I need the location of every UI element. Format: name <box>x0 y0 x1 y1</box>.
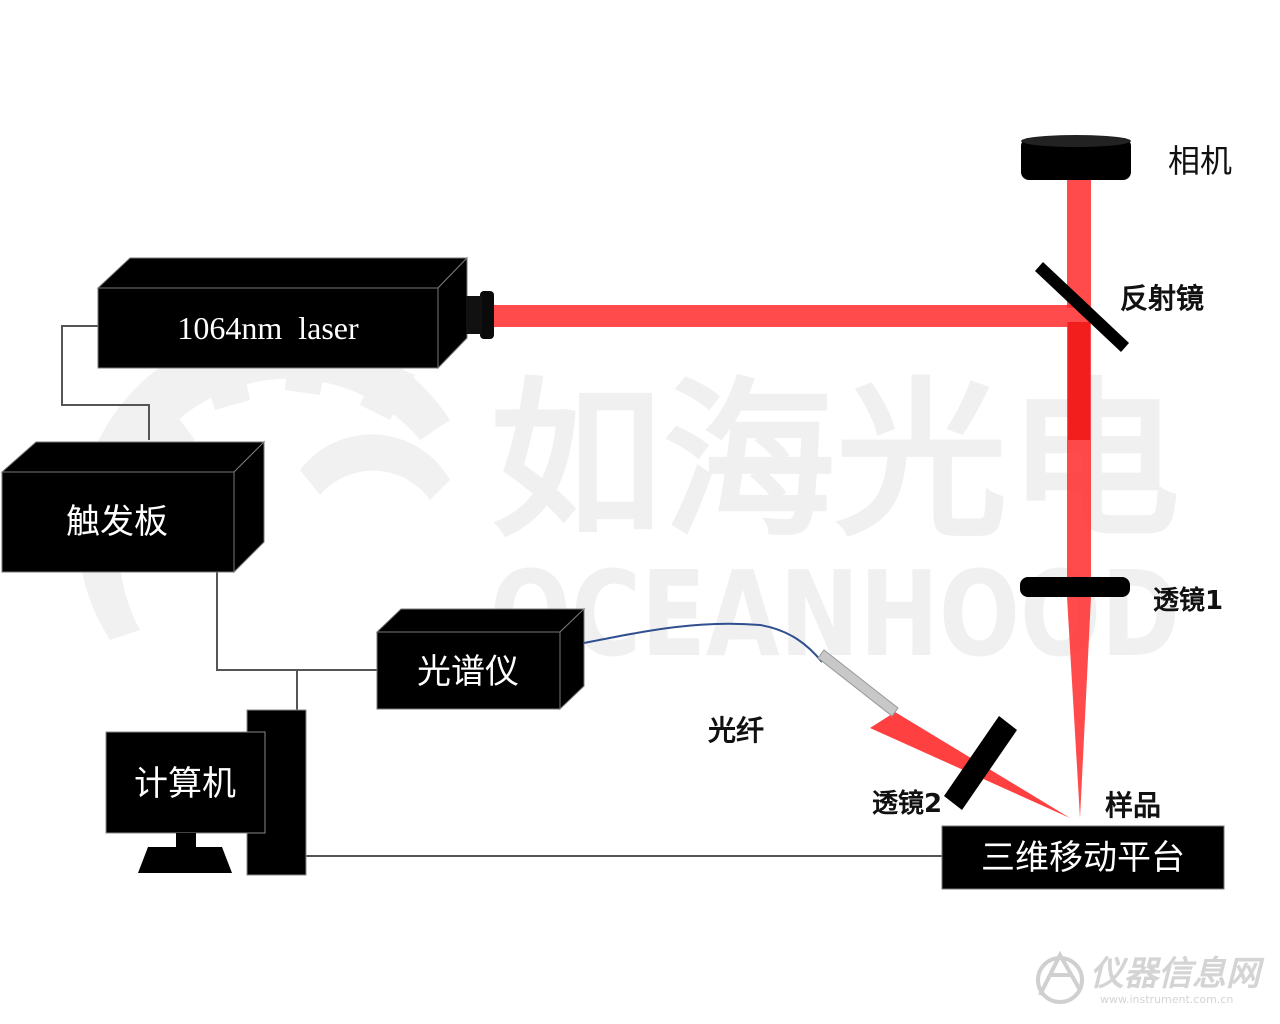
laser-beam-path <box>490 178 1091 818</box>
watermark-site-en: www.instrument.com.cn <box>1100 993 1233 1006</box>
computer-label: 计算机 <box>134 764 236 804</box>
beam-bright-segment <box>1068 322 1090 440</box>
spectrometer-label: 光谱仪 <box>417 652 519 692</box>
mirror-component: 反射镜 <box>1035 262 1204 352</box>
stage-body <box>941 825 1225 890</box>
beam-horizontal <box>490 305 1090 327</box>
instrument-watermark: 仪器信息网 www.instrument.com.cn <box>1036 950 1265 1006</box>
lens1-body <box>1020 577 1130 597</box>
laser-aperture-mount <box>466 296 482 334</box>
sample-stage: 样品 三维移动平台 <box>941 789 1225 890</box>
wire-trigger-spectrometer <box>216 572 377 671</box>
laser-front-face <box>97 287 439 369</box>
laser-device: 1064nm laser <box>96 256 494 370</box>
fiber-probe <box>817 649 899 717</box>
computer-monitor-neck <box>176 833 196 847</box>
spectrometer-device: 光谱仪 <box>375 607 586 711</box>
trigger-top-face <box>0 441 266 473</box>
laser-top-face <box>96 257 469 289</box>
trigger-board-device: 触发板 <box>0 440 266 574</box>
mirror-label: 反射镜 <box>1120 282 1204 315</box>
camera-label: 相机 <box>1168 142 1232 180</box>
trigger-board-label: 触发板 <box>66 502 168 542</box>
computer-monitor-stand <box>138 847 232 873</box>
camera-device: 相机 <box>1021 135 1232 180</box>
optical-fiber: 光纤 <box>583 622 899 747</box>
laser-label: 1064nm laser <box>177 310 359 346</box>
lens1-label: 透镜1 <box>1153 585 1223 616</box>
camera-body <box>1021 138 1131 180</box>
watermark-site-cn: 仪器信息网 <box>1090 954 1265 994</box>
fiber-label: 光纤 <box>707 714 764 747</box>
instrument-logo-icon <box>1036 950 1084 1004</box>
stage-label: 三维移动平台 <box>981 838 1185 878</box>
watermark-brand-cn: 如海光电 <box>490 363 1180 561</box>
trigger-front-face <box>1 471 235 573</box>
spectrometer-front-face <box>376 631 561 710</box>
fiber-cable <box>583 622 823 663</box>
mirror-plate <box>1035 262 1129 352</box>
camera-top <box>1021 135 1131 147</box>
beam-to-camera <box>1067 178 1091 308</box>
wire-laser-trigger <box>61 325 150 440</box>
lens1-component: 透镜1 <box>1020 577 1223 616</box>
laser-aperture <box>480 291 494 339</box>
sample-label: 样品 <box>1105 789 1161 822</box>
spectrometer-top-face <box>375 608 586 633</box>
lens2-label: 透镜2 <box>872 788 942 819</box>
beam-focus-cone <box>1067 597 1091 818</box>
signal-wires <box>61 325 942 857</box>
computer-device: 计算机 <box>105 709 307 876</box>
lens2-component: 透镜2 <box>872 716 1017 819</box>
lens2-body <box>944 716 1017 810</box>
